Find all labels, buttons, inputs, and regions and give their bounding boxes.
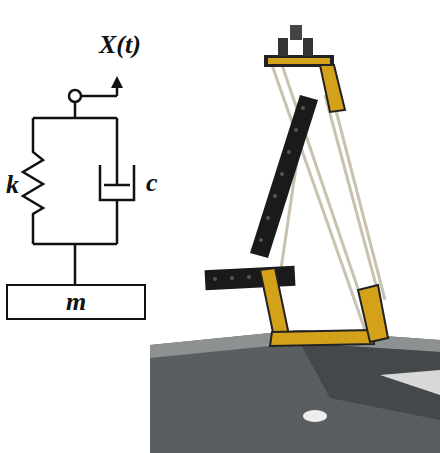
mass-label: m — [66, 289, 86, 315]
spring-label: k — [6, 172, 19, 198]
signal-label: X(t) — [99, 32, 141, 58]
damper-label: c — [146, 170, 158, 196]
mass-box: m — [6, 284, 146, 320]
